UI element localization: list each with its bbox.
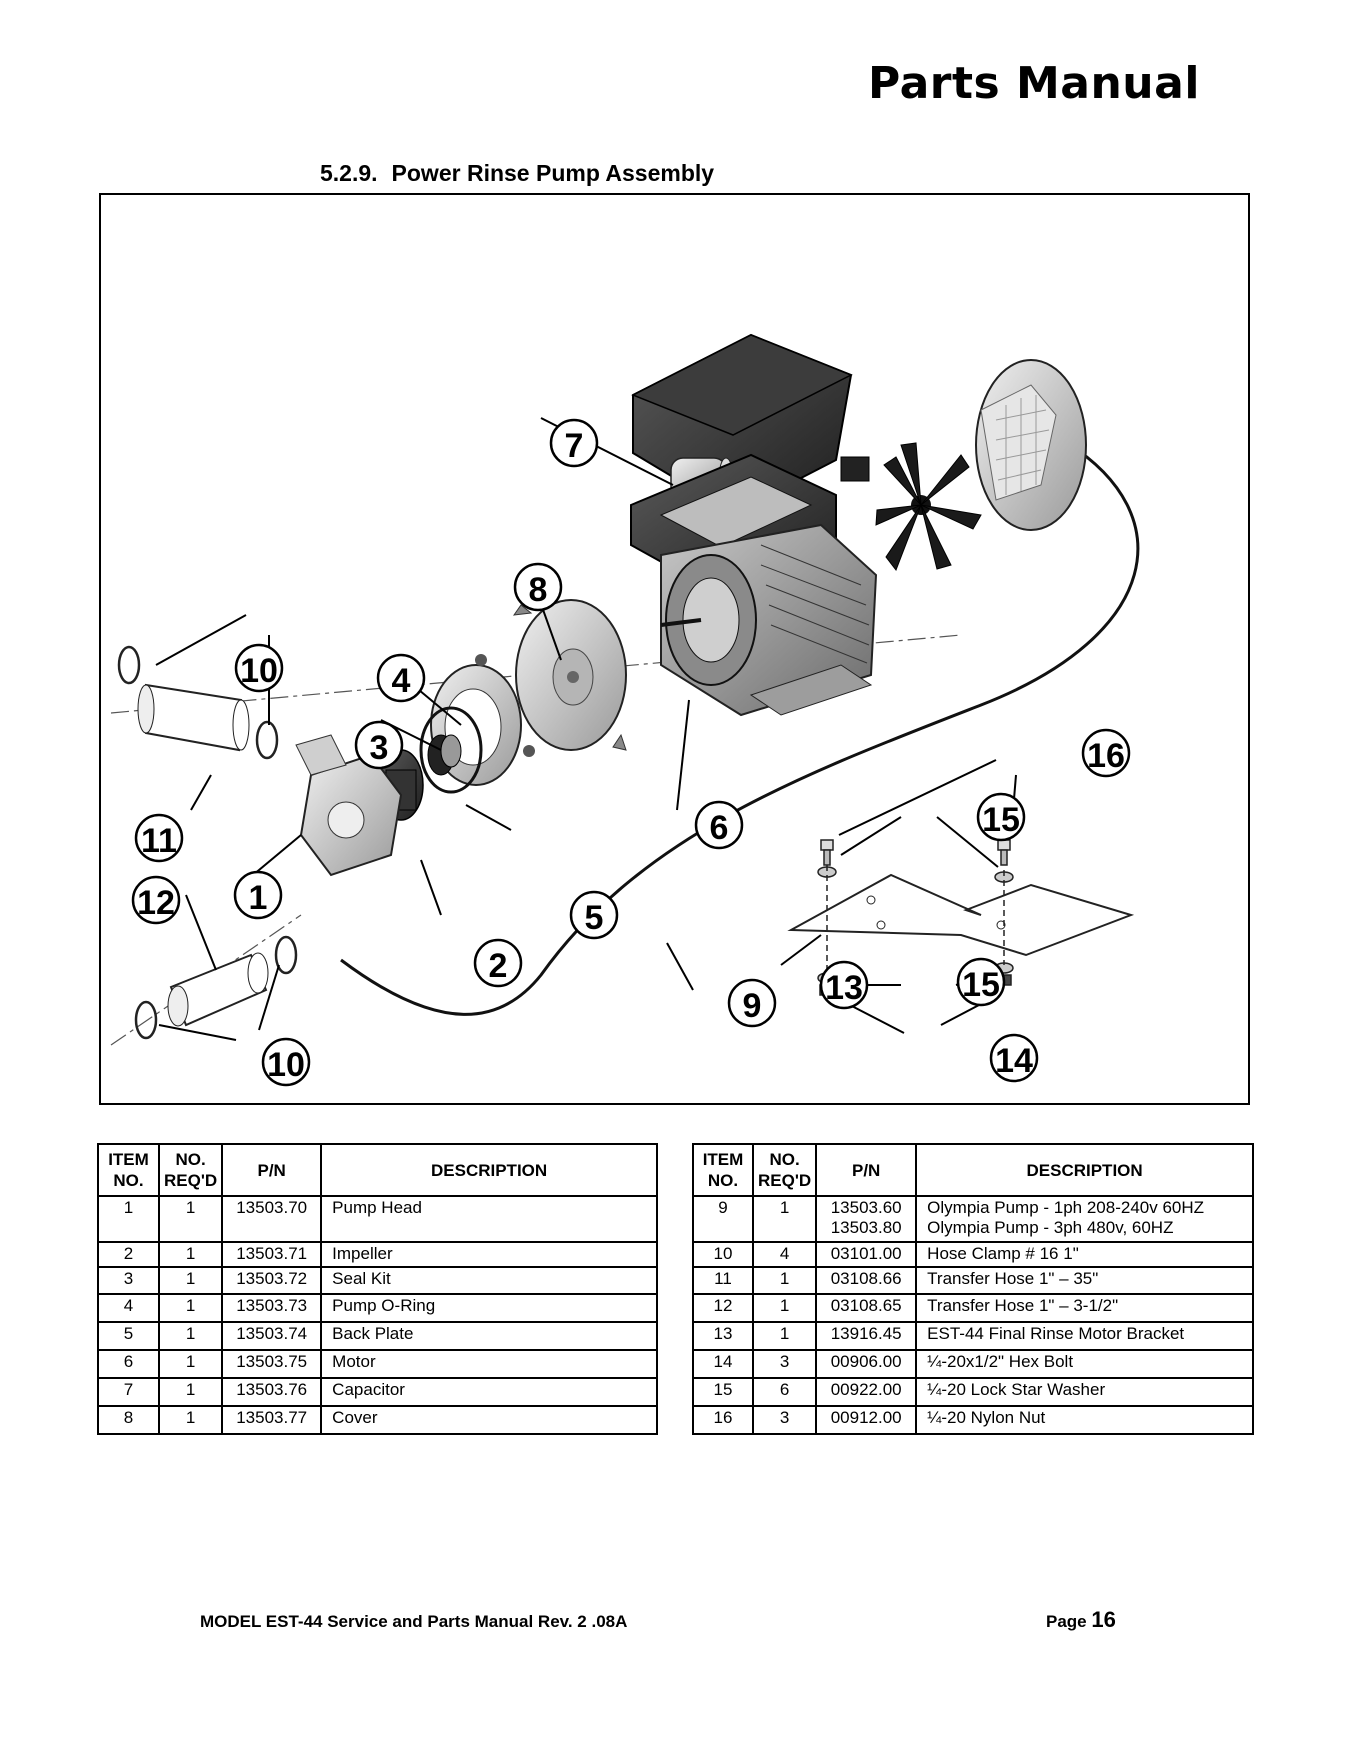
callout-bubbles: 7 8 10 4 3 11 1 12 5 2 6 9 16 15 13 15 1… (131, 418, 1131, 1087)
svg-text:4: 4 (392, 662, 411, 700)
exploded-diagram-frame: 7 8 10 4 3 11 1 12 5 2 6 9 16 15 13 15 1… (99, 193, 1250, 1105)
svg-text:10: 10 (240, 652, 278, 690)
callout-7: 7 (549, 418, 599, 468)
svg-text:15: 15 (982, 801, 1020, 839)
callout-10-bottom: 10 (261, 1037, 311, 1087)
motor-body (660, 523, 878, 717)
callout-8: 8 (513, 562, 563, 612)
cord-connector (840, 456, 870, 482)
svg-text:8: 8 (529, 571, 548, 609)
page-number: 16 (1091, 1607, 1116, 1632)
section-heading: 5.2.9. Power Rinse Pump Assembly (320, 160, 714, 187)
pump-o-ring (419, 706, 483, 794)
svg-text:13: 13 (825, 969, 863, 1007)
pump-exploded-diagram: 7 8 10 4 3 11 1 12 5 2 6 9 16 15 13 15 1… (110, 333, 1140, 1087)
fan-shroud (975, 359, 1087, 531)
cooling-fan (875, 442, 982, 572)
callout-15-bottom: 15 (956, 957, 1006, 1007)
col-header-description: DESCRIPTION (320, 1143, 658, 1197)
callout-16: 16 (1081, 728, 1131, 778)
col-header-pn: P/N (221, 1143, 323, 1197)
section-title: Power Rinse Pump Assembly (391, 160, 715, 186)
svg-text:9: 9 (743, 987, 762, 1025)
callout-2: 2 (473, 938, 523, 988)
callout-5: 5 (569, 890, 619, 940)
svg-text:10: 10 (267, 1046, 305, 1084)
transfer-hose-short (167, 952, 269, 1027)
svg-text:16: 16 (1087, 737, 1125, 775)
lower-axis-line (110, 914, 302, 1046)
svg-text:12: 12 (137, 884, 175, 922)
callout-10-top: 10 (234, 643, 284, 693)
svg-text:6: 6 (710, 809, 729, 847)
svg-text:1: 1 (249, 879, 268, 917)
svg-text:15: 15 (962, 966, 1000, 1004)
callout-12: 12 (131, 875, 181, 925)
footer-page-number: Page 16 (1046, 1607, 1116, 1633)
col-header-no-reqd: NO.REQ'D (157, 1143, 224, 1197)
svg-text:3: 3 (370, 729, 389, 767)
col-header-pn: P/N (815, 1143, 918, 1197)
page-header-title: Parts Manual (868, 58, 1200, 109)
pump-head (295, 734, 403, 877)
col-header-description: DESCRIPTION (915, 1143, 1254, 1197)
callout-11: 11 (134, 813, 184, 863)
hose-clamps (117, 645, 298, 1040)
col-header-no-reqd: NO.REQ'D (751, 1143, 818, 1197)
callout-6: 6 (694, 800, 744, 850)
svg-text:14: 14 (995, 1042, 1033, 1080)
callout-13: 13 (819, 960, 869, 1010)
footer-model-text: MODEL EST-44 Service and Parts Manual Re… (200, 1612, 628, 1631)
svg-text:7: 7 (565, 427, 584, 465)
page-label: Page (1046, 1612, 1087, 1631)
callout-3: 3 (354, 720, 404, 770)
callout-15-top: 15 (976, 792, 1026, 842)
transfer-hose-long (137, 683, 250, 752)
callout-9: 9 (727, 978, 777, 1028)
callout-1: 1 (233, 870, 283, 920)
callout-4: 4 (376, 653, 426, 703)
power-cord (340, 441, 1140, 1016)
svg-text:2: 2 (489, 947, 508, 985)
svg-text:11: 11 (141, 822, 177, 860)
motor-bracket (787, 873, 1135, 957)
back-plate (512, 599, 627, 751)
callout-14: 14 (989, 1033, 1039, 1083)
section-number: 5.2.9. (320, 160, 378, 186)
seal-kit (427, 734, 462, 776)
svg-text:5: 5 (585, 899, 604, 937)
